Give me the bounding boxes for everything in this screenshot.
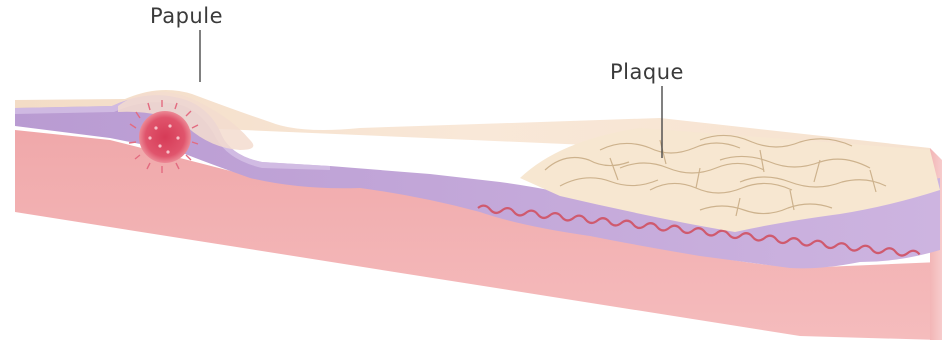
papule-label: Papule (150, 4, 223, 28)
plaque-label: Plaque (610, 60, 684, 84)
